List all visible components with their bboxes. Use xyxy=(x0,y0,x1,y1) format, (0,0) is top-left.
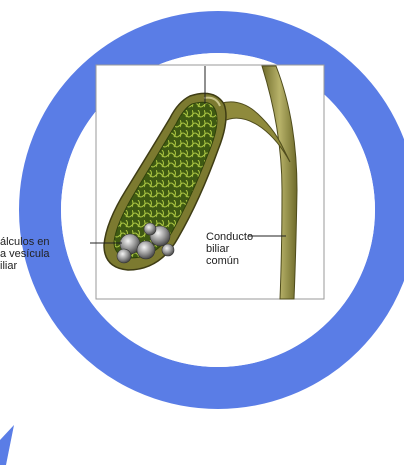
gallstones-label-line-3: iliar xyxy=(0,260,50,272)
duct-label-line-1: Conducto xyxy=(206,231,253,243)
common-bile-duct-label: Conducto biliar común xyxy=(206,231,253,267)
gallstones-label: álculos en a vesícula iliar xyxy=(0,236,50,272)
duct-label-line-3: común xyxy=(206,255,253,267)
duct-label-line-2: biliar xyxy=(206,243,253,255)
gallstones-label-line-1: álculos en xyxy=(0,236,50,248)
gallstones-label-line-2: a vesícula xyxy=(0,248,50,260)
ring-tail xyxy=(0,425,14,465)
